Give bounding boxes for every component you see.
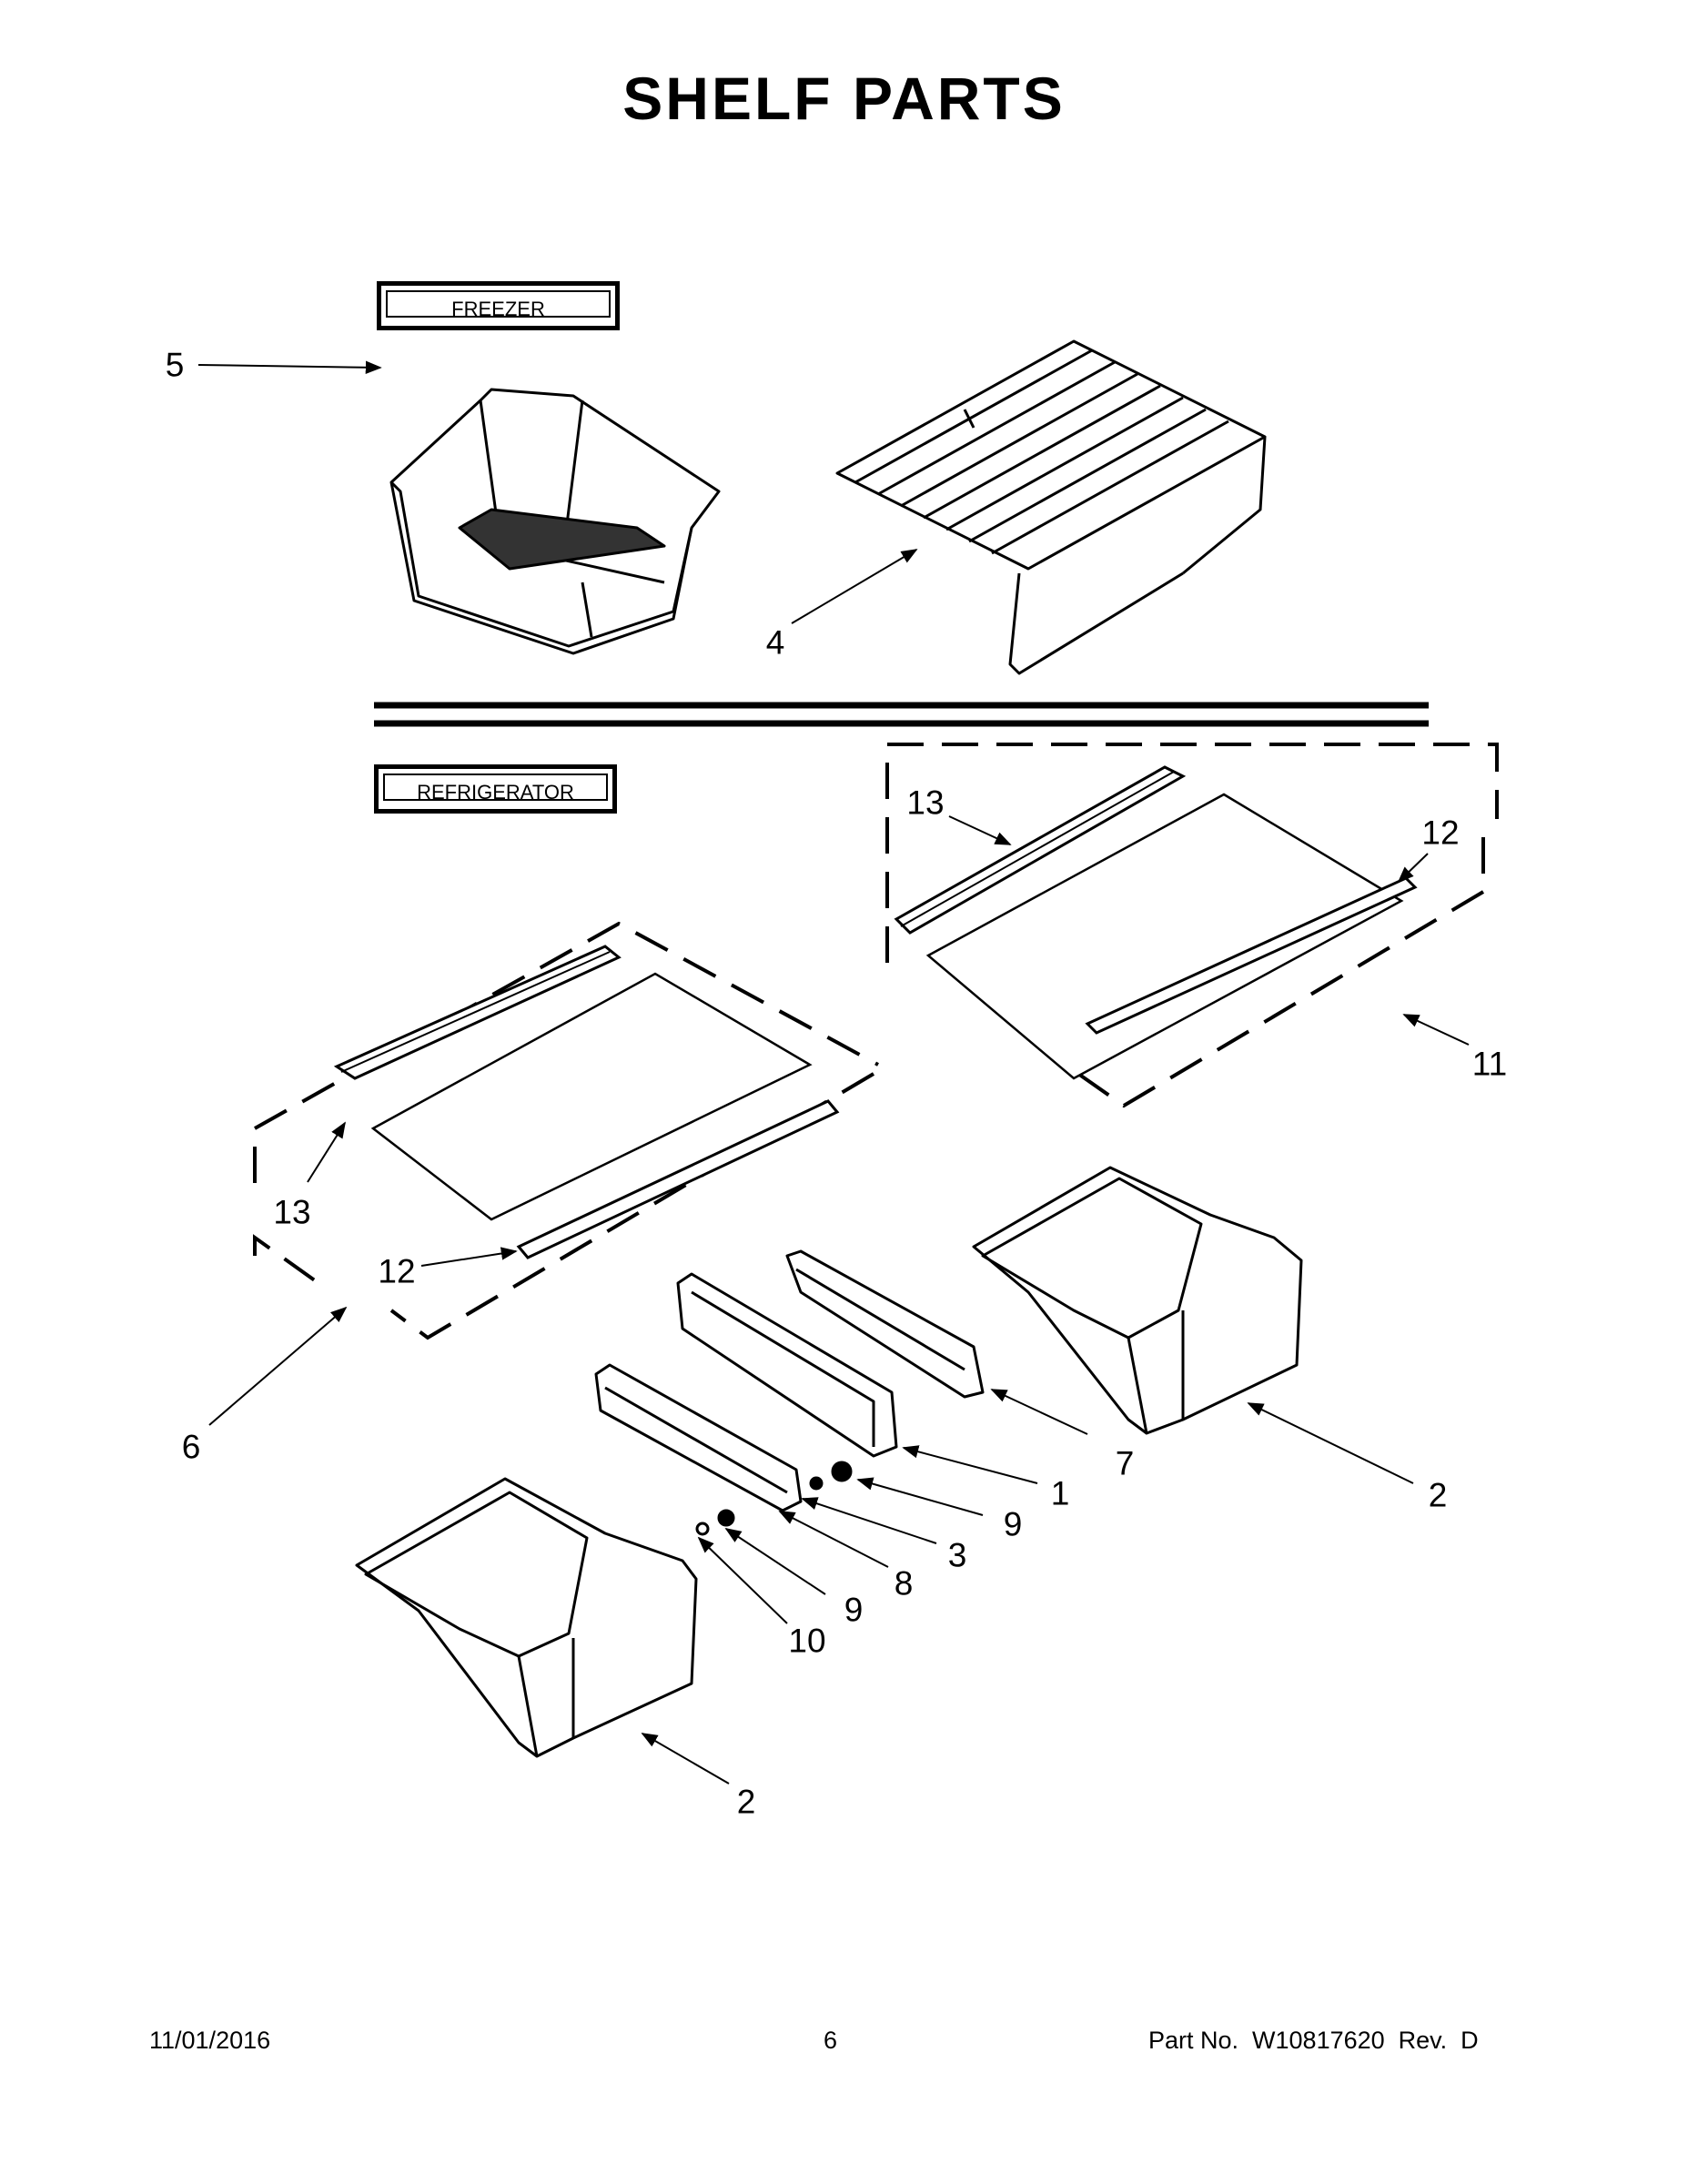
footer-part-number: Part No. W10817620 Rev. D	[1148, 2027, 1479, 2054]
callout-9-upper: 9	[1003, 1505, 1023, 1543]
callout-12-upper: 12	[1421, 814, 1460, 852]
callout-9-lower: 9	[844, 1591, 864, 1629]
footer-page-number: 6	[824, 2027, 838, 2054]
callout-12-lower: 12	[378, 1252, 416, 1290]
footer-date: 11/01/2016	[149, 2027, 271, 2054]
leader-arrows	[197, 360, 1470, 1785]
refrigerator-label: REFRIGERATOR	[374, 764, 617, 814]
page-title: SHELF PARTS	[622, 65, 1066, 132]
callout-7: 7	[1115, 1444, 1135, 1482]
callout-3: 3	[947, 1536, 967, 1574]
callout-1: 1	[1050, 1474, 1070, 1512]
callout-10: 10	[788, 1622, 826, 1660]
callout-11: 11	[1471, 1045, 1508, 1083]
callout-6: 6	[181, 1428, 201, 1466]
freezer-label: FREEZER	[377, 281, 620, 330]
crisper-drawer-left	[355, 1477, 698, 1758]
crisper-drawer-right	[972, 1166, 1303, 1435]
refrigerator-label-text: REFRIGERATOR	[383, 774, 608, 804]
callout-4: 4	[765, 623, 785, 662]
callout-2-right: 2	[1428, 1476, 1448, 1514]
rail-hardware	[695, 1461, 853, 1536]
freezer-label-text: FREEZER	[386, 290, 611, 320]
callout-13-upper: 13	[906, 784, 945, 822]
upper-refrigerator-shelf-assembly	[885, 743, 1499, 1108]
callout-5: 5	[165, 346, 185, 384]
freezer-wire-shelf	[835, 339, 1267, 675]
callout-2-left: 2	[736, 1783, 756, 1821]
callout-13-lower: 13	[273, 1193, 311, 1231]
lower-refrigerator-shelf-assembly	[253, 921, 879, 1340]
crisper-rails	[594, 1249, 985, 1512]
callout-8: 8	[894, 1564, 914, 1603]
section-divider	[374, 702, 1429, 727]
freezer-basket	[389, 388, 721, 655]
